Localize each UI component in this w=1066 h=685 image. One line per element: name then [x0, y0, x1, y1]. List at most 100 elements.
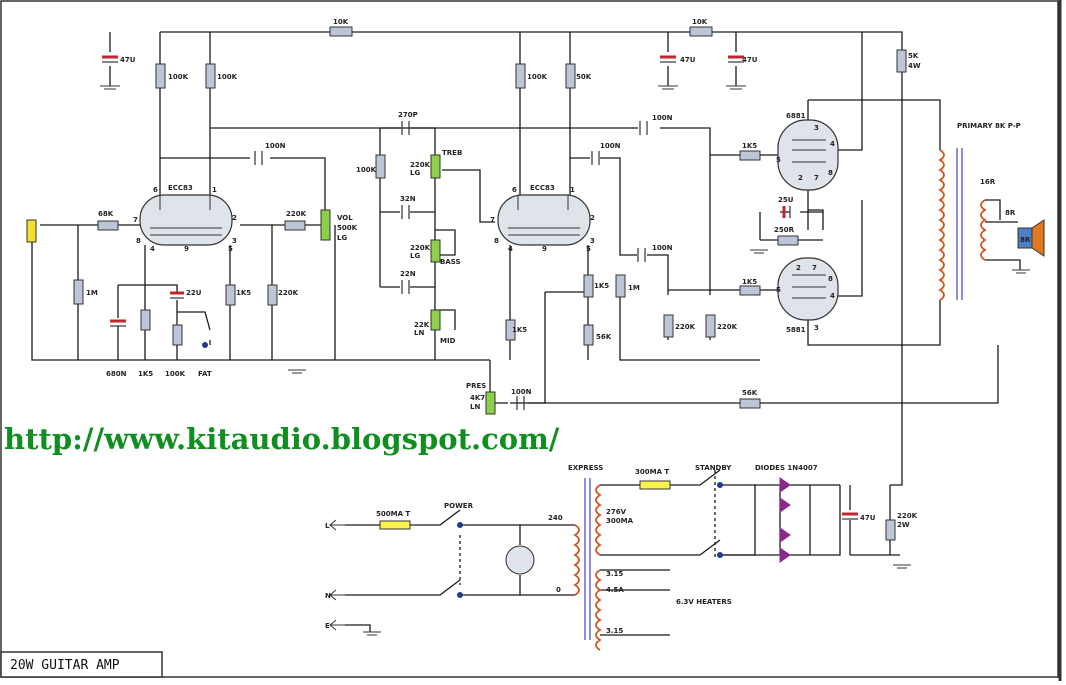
- capacitors: [102, 55, 858, 516]
- label-r-100k-c: 100K: [527, 73, 548, 81]
- pins-t2-pin-8: 8: [494, 237, 499, 245]
- label-v240: 240: [548, 514, 563, 522]
- pins-t1-pin-7: 7: [133, 216, 138, 224]
- label-r-top2: 10K: [692, 18, 708, 26]
- resistor-220k-b: [267, 284, 278, 306]
- label-c-270p: 270P: [398, 111, 418, 119]
- pins-t2-pin-7: 7: [490, 216, 495, 224]
- label-r-56k: 56K: [596, 333, 612, 341]
- label-r-1m-b: 1M: [628, 284, 640, 292]
- resistor-56k: [583, 324, 594, 346]
- label-r-1k5-d: 1K5: [742, 142, 757, 150]
- label-tube2: ECC83: [530, 184, 555, 192]
- resistor-1k5-d: [739, 150, 761, 161]
- label-h-315b: 3.15: [606, 627, 623, 635]
- resistor-1k5-bot: [140, 309, 151, 331]
- label-r-220k-bl: 220K: [897, 512, 918, 520]
- label-spk: 8R: [1020, 236, 1031, 244]
- pins-t4-pin-8: 8: [828, 275, 833, 283]
- resistor-1k5-b: [505, 319, 516, 341]
- label-fuse1: 300MA T: [635, 468, 669, 476]
- label-p-pres: PRES: [466, 382, 486, 390]
- pins-t1-pin-8: 8: [136, 237, 141, 245]
- resistor-220k-d: [705, 314, 716, 338]
- label-r-5k-w: 4W: [908, 62, 921, 70]
- label-r-220k-d: 220K: [717, 323, 738, 331]
- pins-t2-pin-1: 1: [570, 186, 575, 194]
- label-r-top1: 10K: [333, 18, 349, 26]
- resistor-68k: [97, 220, 119, 231]
- label-fuse2: 500MA T: [376, 510, 410, 518]
- ground-symbols: [100, 85, 1030, 636]
- tube-ecc83-1: [139, 194, 233, 246]
- label-c-47u-2: 47U: [680, 56, 696, 64]
- wires: [31, 31, 1021, 636]
- tube-ecc83-2: [497, 194, 591, 246]
- label-c-22n: 22N: [400, 270, 416, 278]
- label-c-100n-c: 100N: [600, 142, 621, 150]
- label-c-47u-3: 47U: [742, 56, 758, 64]
- label-standby: STANDBY: [695, 464, 732, 472]
- label-r-68k: 68K: [98, 210, 114, 218]
- label-r-1k5-c: 1K5: [594, 282, 609, 290]
- label-r-1m-a: 1M: [86, 289, 98, 297]
- pins-t3-pin-7: 7: [814, 174, 819, 182]
- film-caps: [102, 61, 858, 520]
- label-r-250r: 250R: [774, 226, 795, 234]
- label-p-mid: MID: [440, 337, 456, 345]
- pins-t3-pin-3: 3: [814, 124, 819, 132]
- resistor-100k-a: [155, 63, 166, 89]
- label-primary: PRIMARY 8K P-P: [957, 122, 1021, 130]
- tube-6881: [777, 119, 839, 191]
- label-p-bass-v: 220K: [410, 244, 431, 252]
- label-p-pres-t: LN: [470, 403, 480, 411]
- label-r-1k5-bot: 1K5: [138, 370, 153, 378]
- pins-t2-pin-3: 3: [590, 237, 595, 245]
- resistor-100k-c: [515, 63, 526, 89]
- label-r-220k-b: 220K: [278, 289, 299, 297]
- label-r-100k-a: 100K: [168, 73, 189, 81]
- label-r-100k-bot: 100K: [165, 370, 186, 378]
- input-jack: [26, 219, 37, 243]
- label-tube4: 5881: [786, 326, 806, 334]
- label-in-n: N: [325, 592, 331, 600]
- pins-t2-pin-6: 6: [512, 186, 517, 194]
- component-labels: 10K 10K 47U 47U 47U 5K 4W 100K 100K 100K…: [86, 18, 1031, 635]
- pins-t1-pin-1: 1: [212, 186, 217, 194]
- pins-t3-pin-4: 4: [830, 140, 835, 148]
- resistor-1m-a: [73, 279, 84, 305]
- pins-t4-pin-3: 3: [814, 324, 819, 332]
- label-r-100k-b: 100K: [217, 73, 238, 81]
- label-sec-300ma: 300MA: [606, 517, 634, 525]
- pins-t3-pin-2: 2: [798, 174, 803, 182]
- tube-5881: [777, 257, 839, 321]
- label-r-1k5-e: 1K5: [742, 278, 757, 286]
- output-transformer: [938, 148, 987, 301]
- label-diodes: DIODES 1N4007: [755, 464, 818, 472]
- resistor-220k-a: [284, 220, 306, 231]
- pins-t1-pin-9: 9: [184, 245, 189, 253]
- resistor-5k: [896, 49, 907, 73]
- pins-t2-pin-4: 4: [508, 245, 513, 253]
- resistor-220k-bleeder: [885, 519, 896, 541]
- pins-t2-pin-9: 9: [542, 245, 547, 253]
- label-express: EXPRESS: [568, 464, 603, 472]
- pins-t2-pin-2: 2: [590, 214, 595, 222]
- pins-t1-pin-5: 5: [228, 245, 233, 253]
- label-c-100n-b: 100N: [652, 114, 673, 122]
- diode-bridge: [779, 477, 791, 563]
- label-sec-16r: 16R: [980, 178, 996, 186]
- pins-t1-pin-3: 3: [232, 237, 237, 245]
- label-c-100n-a: 100N: [265, 142, 286, 150]
- resistor-1k5-e: [739, 285, 761, 296]
- label-p-vol-v: 500K: [337, 224, 358, 232]
- label-c-25u: 25U: [778, 196, 794, 204]
- resistor-100k-b: [205, 63, 216, 89]
- resistor-10k-b: [689, 26, 713, 37]
- resistor-50k: [565, 63, 576, 89]
- label-r-1k5-b: 1K5: [512, 326, 527, 334]
- label-r-1k5-a: 1K5: [236, 289, 251, 297]
- resistor-1k5-a: [225, 284, 236, 306]
